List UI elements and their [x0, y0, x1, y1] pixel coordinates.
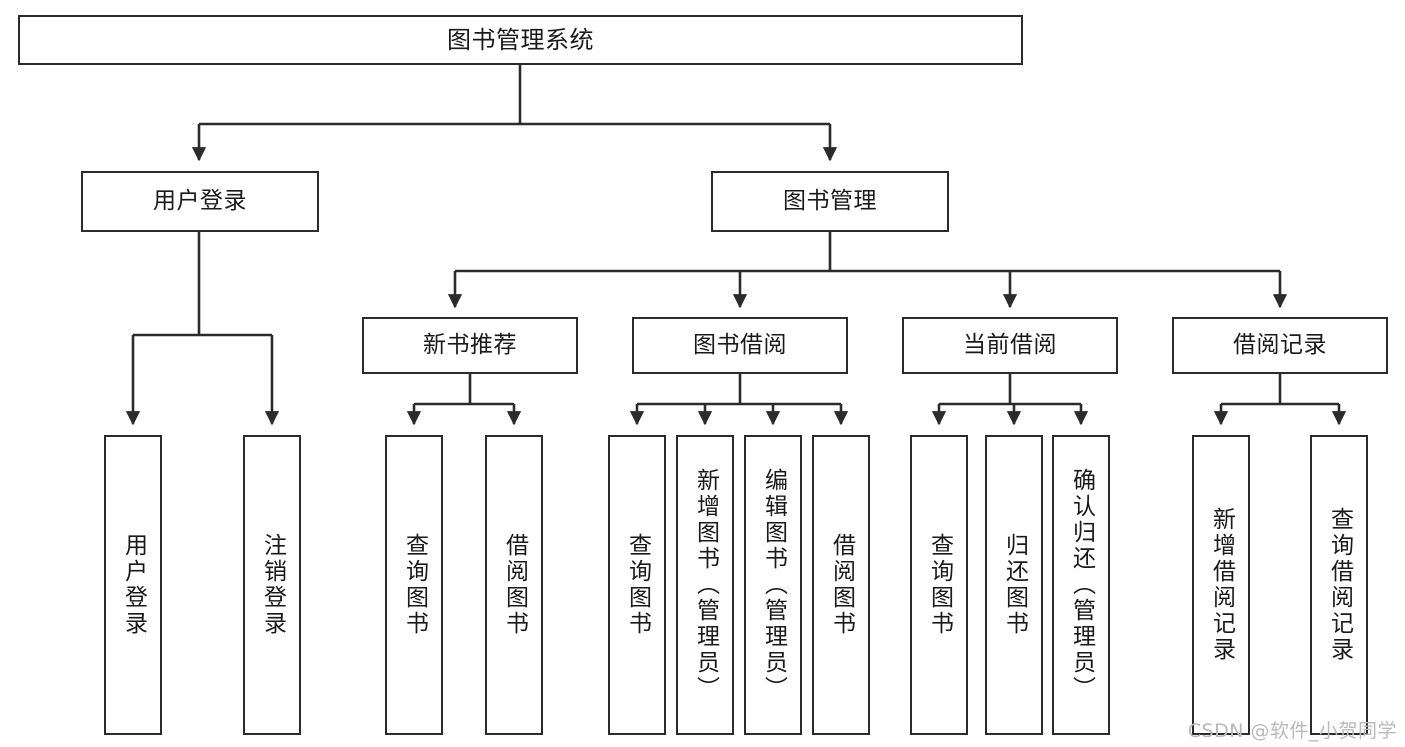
node-leaf-user-login[interactable]: 用户登录 [104, 435, 162, 735]
node-current-borrow[interactable]: 当前借阅 [902, 317, 1118, 374]
node-leaf-borrow-book-b[interactable]: 借阅图书 [812, 435, 870, 735]
node-leaf-query-book-c[interactable]: 查询图书 [910, 435, 968, 735]
node-book-management[interactable]: 图书管理 [711, 171, 949, 232]
node-leaf-borrow-book-b-label: 借阅图书 [828, 533, 855, 637]
node-leaf-confirm-return-label: 确认归还（管理员） [1068, 468, 1095, 702]
node-root[interactable]: 图书管理系统 [18, 15, 1023, 65]
csdn-watermark: CSDN @软件_小贺同学 [1187, 720, 1397, 742]
node-leaf-user-login-label: 用户登录 [120, 533, 147, 637]
node-new-book-recommend[interactable]: 新书推荐 [362, 317, 578, 374]
node-leaf-add-record[interactable]: 新增借阅记录 [1192, 435, 1250, 735]
node-user-login[interactable]: 用户登录 [81, 171, 319, 232]
node-leaf-query-record[interactable]: 查询借阅记录 [1310, 435, 1368, 735]
node-leaf-add-book[interactable]: 新增图书（管理员） [676, 435, 734, 735]
node-leaf-logout-login-label: 注销登录 [259, 533, 286, 637]
node-new-book-recommend-label: 新书推荐 [423, 331, 517, 358]
node-leaf-add-book-label: 新增图书（管理员） [692, 468, 719, 702]
node-leaf-edit-book-label: 编辑图书（管理员） [760, 468, 787, 702]
node-book-borrow-label: 图书借阅 [693, 331, 787, 358]
node-leaf-borrow-book-a[interactable]: 借阅图书 [485, 435, 543, 735]
node-leaf-confirm-return[interactable]: 确认归还（管理员） [1052, 435, 1110, 735]
node-leaf-return-book-label: 归还图书 [1001, 533, 1028, 637]
node-book-management-label: 图书管理 [783, 187, 877, 214]
node-leaf-return-book[interactable]: 归还图书 [985, 435, 1043, 735]
node-leaf-query-book-b[interactable]: 查询图书 [608, 435, 666, 735]
node-leaf-borrow-book-a-label: 借阅图书 [501, 533, 528, 637]
node-leaf-query-book-a-label: 查询图书 [401, 533, 428, 637]
node-leaf-logout-login[interactable]: 注销登录 [243, 435, 301, 735]
node-borrow-record-label: 借阅记录 [1233, 331, 1327, 358]
node-borrow-record[interactable]: 借阅记录 [1172, 317, 1388, 374]
node-leaf-edit-book[interactable]: 编辑图书（管理员） [744, 435, 802, 735]
node-book-borrow[interactable]: 图书借阅 [632, 317, 848, 374]
node-user-login-label: 用户登录 [153, 187, 247, 214]
node-leaf-add-record-label: 新增借阅记录 [1208, 507, 1235, 663]
node-current-borrow-label: 当前借阅 [963, 331, 1057, 358]
node-leaf-query-book-c-label: 查询图书 [926, 533, 953, 637]
node-leaf-query-record-label: 查询借阅记录 [1326, 507, 1353, 663]
node-root-label: 图书管理系统 [447, 25, 594, 54]
node-leaf-query-book-a[interactable]: 查询图书 [385, 435, 443, 735]
node-leaf-query-book-b-label: 查询图书 [624, 533, 651, 637]
